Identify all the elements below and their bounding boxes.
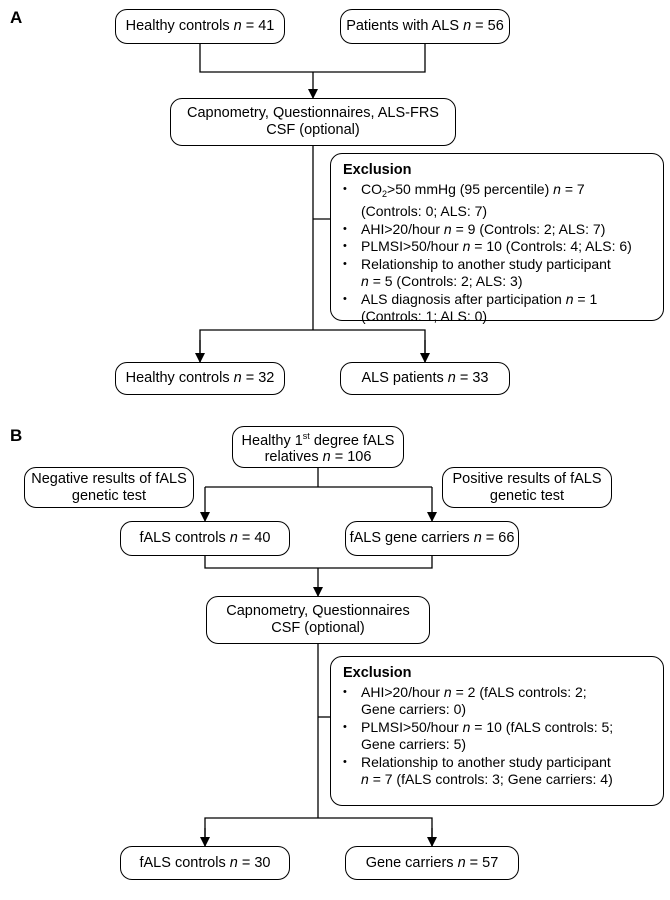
panel-label-b: B (10, 426, 23, 445)
panel-label-a: A (10, 8, 23, 27)
exclusion-item-relationship-b: Relationship to another study participan… (343, 754, 651, 789)
exclusion-item-co2: CO2>50 mmHg (95 percentile) n = 7 (Contr… (343, 181, 651, 221)
patients-als-box: Patients with ALS n = 56 (340, 9, 510, 44)
final-gene-carriers-box: Gene carriers n = 57 (345, 846, 519, 880)
fals-controls-box: fALS controls n = 40 (120, 521, 290, 556)
exclusion-item-plmsi-b: PLMSI>50/hour n = 10 (fALS controls: 5; … (343, 719, 651, 754)
merge-line-b (204, 556, 433, 569)
relatives-box: Healthy 1st degree fALS relatives n = 10… (232, 426, 404, 468)
exclusion-title-b: Exclusion (343, 665, 412, 681)
exclusion-item-relationship: Relationship to another study participan… (343, 256, 651, 291)
final-healthy-controls-box: Healthy controls n = 32 (115, 362, 285, 395)
merge-line-a (199, 44, 426, 73)
exclusion-box-a: Exclusion CO2>50 mmHg (95 percentile) n … (330, 153, 664, 324)
split-line-a (199, 329, 426, 362)
exclusion-title-a: Exclusion (343, 162, 412, 178)
exclusion-item-ahi: AHI>20/hour n = 9 (Controls: 2; ALS: 7) (343, 221, 651, 239)
final-fals-controls-box: fALS controls n = 30 (120, 846, 290, 880)
assessment-box-b: Capnometry, Questionnaires CSF (optional… (206, 596, 430, 644)
exclusion-item-ahi-b: AHI>20/hour n = 2 (fALS controls: 2; Gen… (343, 684, 651, 719)
exclusion-item-diagnosis: ALS diagnosis after participation n = 1 … (343, 291, 651, 326)
fals-gene-carriers-box: fALS gene carriers n = 66 (345, 521, 519, 556)
healthy-controls-box: Healthy controls n = 41 (115, 9, 285, 44)
final-als-patients-box: ALS patients n = 33 (340, 362, 510, 395)
exclusion-box-b: Exclusion AHI>20/hour n = 2 (fALS contro… (330, 656, 664, 806)
split-line-b (204, 817, 433, 846)
exclusion-item-plmsi: PLMSI>50/hour n = 10 (Controls: 4; ALS: … (343, 238, 651, 256)
assessment-box-a: Capnometry, Questionnaires, ALS-FRS CSF … (170, 98, 456, 146)
negative-results-box: Negative results of fALS genetic test (24, 467, 194, 508)
positive-results-box: Positive results of fALS genetic test (442, 467, 612, 508)
